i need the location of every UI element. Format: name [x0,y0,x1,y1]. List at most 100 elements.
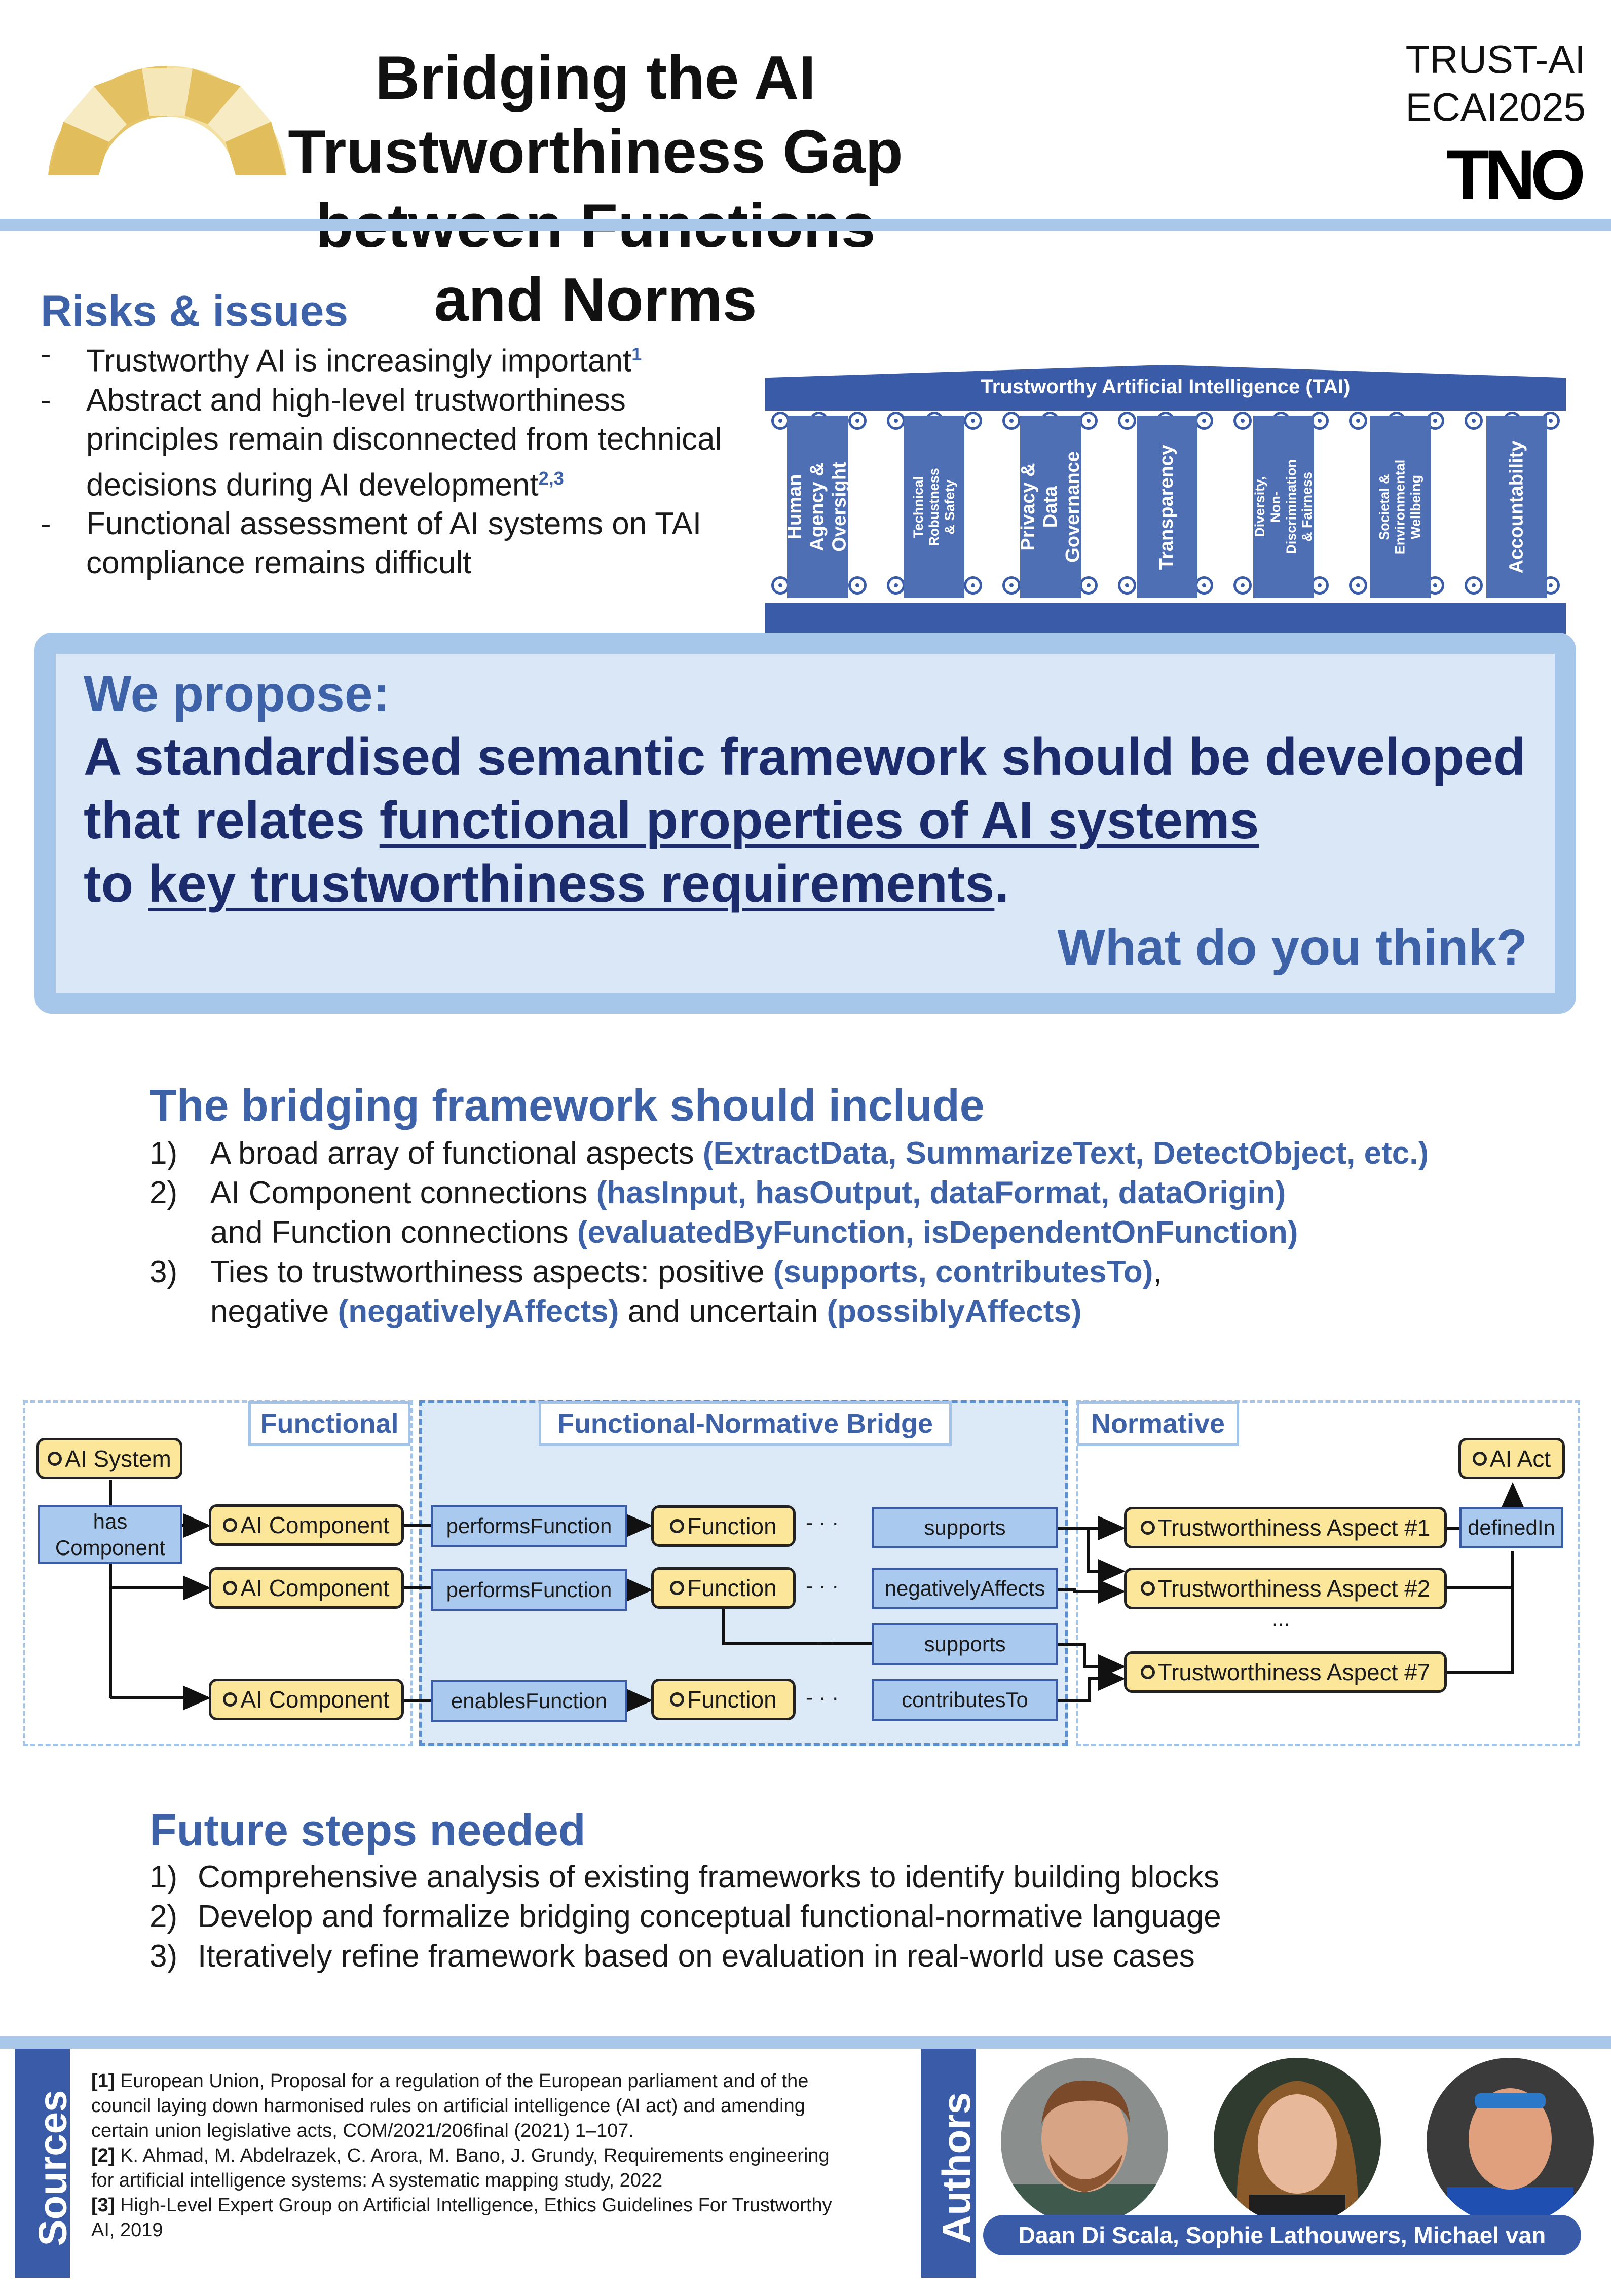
conference-line-2: ECAI2025 [1405,85,1586,129]
performs-function-relation: performsFunction [431,1505,627,1547]
capital-ring-icon [964,576,982,595]
function-node: Function [651,1679,796,1720]
capital-ring-icon [848,412,867,430]
bridging-item-cont: and Function connections (evaluatedByFun… [210,1215,1298,1250]
pillar-label: Technical Robustness & Safety [910,467,957,546]
class-dot-icon [670,1581,685,1595]
tai-arch-logo [48,65,286,175]
conference-line-1: TRUST-AI [1405,37,1586,82]
poster-title: Bridging the AI Trustworthiness Gap betw… [284,41,907,337]
function-node: Function [651,1567,796,1609]
capital-ring-icon [887,576,905,595]
future-item: 2)Develop and formalize bridging concept… [149,1899,1221,1934]
temple-base [765,603,1566,634]
author-photo [1001,2058,1168,2225]
bridging-item: 1)A broad array of functional aspects (E… [149,1136,1429,1171]
trustworthiness-aspect-node: Trustworthiness Aspect #7 [1124,1651,1447,1693]
class-dot-icon [670,1519,685,1533]
capital-ring-icon [1079,576,1098,595]
capital-ring-icon [1349,412,1367,430]
ai-component-node: AI Component [209,1504,404,1546]
capital-ring-icon [848,576,867,595]
supports-relation: supports [872,1623,1058,1665]
top-divider [0,219,1611,231]
capital-ring-icon [1002,412,1021,430]
pillar-human-agency [787,416,848,598]
pillar-label: Privacy & Data Governance [1018,451,1084,563]
proposal-statement: A standardised semantic framework should… [84,726,1543,916]
dash-separator: - · · [806,1574,839,1598]
supports-relation: supports [872,1507,1058,1548]
capital-ring-icon [1465,412,1483,430]
avatar [1427,2058,1594,2225]
class-dot-icon [1472,1452,1487,1466]
pillar-societal [1370,416,1431,598]
class-dot-icon [48,1452,62,1466]
risks-heading: Risks & issues [41,287,349,336]
defined-in-relation: definedIn [1459,1507,1563,1548]
pillar-privacy [1020,416,1081,598]
pillar-label: Diversity, Non-Discrimination & Fairness [1252,459,1315,554]
ai-component-node: AI Component [209,1567,404,1609]
dash-separator: - · [816,1630,836,1653]
proposal-line-2: that relates functional properties of AI… [84,791,1259,850]
avatar [1214,2058,1381,2225]
bridging-item-cont: negative (negativelyAffects) and uncerta… [210,1294,1082,1329]
risk-item: Trustworthy AI is increasingly important… [41,335,740,381]
authors-sidebar: Authors [921,2049,979,2278]
title-line-1: Bridging the AI Trustworthiness Gap [288,43,903,186]
has-component-relation: has Component [38,1505,182,1564]
future-heading: Future steps needed [149,1805,586,1855]
diagram-connectors [109,1480,1525,1713]
authors-names: Daan Di Scala, Sophie Lathouwers, Michae… [983,2215,1581,2289]
pillar-diversity [1253,416,1314,598]
author-photo [1427,2058,1594,2225]
trustworthiness-aspect-node: Trustworthiness Aspect #2 [1124,1568,1447,1609]
pillar-label: Societal & Environmental Wellbeing [1376,459,1423,554]
zone-normative [1076,1400,1580,1746]
tno-logo: TNO [1446,135,1586,214]
sources-label: Sources [30,2090,75,2246]
risks-list: Trustworthy AI is increasingly important… [41,335,740,582]
trustworthiness-aspect-node: Trustworthiness Aspect #1 [1124,1507,1447,1548]
risk-item: Abstract and high-level trustworthiness … [41,381,740,505]
title-line-2: between Functions and Norms [315,191,876,334]
capital-ring-icon [1349,576,1367,595]
future-item: 1)Comprehensive analysis of existing fra… [149,1860,1219,1895]
source-item: [1] European Union, Proposal for a regul… [91,2070,809,2141]
class-dot-icon [223,1581,238,1595]
bridging-item: 3)Ties to trustworthiness aspects: posit… [149,1254,1162,1289]
class-dot-icon [1140,1581,1155,1596]
performs-function-relation: performsFunction [431,1569,627,1611]
capital-ring-icon [1233,576,1252,595]
zone-functional [23,1400,413,1746]
capital-ring-icon [1118,576,1136,595]
pillar-label: Transparency [1156,444,1178,570]
risk-item: Functional assessment of AI systems on T… [41,504,740,582]
capital-ring-icon [1195,412,1213,430]
capital-ring-icon [1233,412,1252,430]
proposal-line-1: A standardised semantic framework should… [84,728,1526,787]
capital-ring-icon [1465,576,1483,595]
capital-ring-icon [1079,412,1098,430]
proposal-panel [56,654,1555,993]
contributes-to-relation: contributesTo [872,1679,1058,1721]
aspect-ellipsis: ... [1272,1607,1290,1631]
avatar [1001,2058,1168,2225]
bridging-list: 1)A broad array of functional aspects (E… [149,1134,1568,1331]
source-item: [2] K. Ahmad, M. Abdelrazek, C. Arora, M… [91,2145,830,2191]
dash-separator: - · · [806,1685,839,1709]
proposal-question: What do you think? [1057,919,1527,976]
zone-bridge-title: Functional-Normative Bridge [539,1401,952,1446]
capital-ring-icon [1118,412,1136,430]
ai-system-node: AI System [36,1438,182,1479]
future-list: 1)Comprehensive analysis of existing fra… [149,1858,1568,1976]
conference-label: TRUST-AI ECAI2025 [1405,35,1586,131]
authors-label: Authors [933,2092,979,2244]
bridging-item: 2)AI Component connections (hasInput, ha… [149,1175,1286,1210]
source-item: [3] High-Level Expert Group on Artificia… [91,2195,832,2241]
temple-roof-label: Trustworthy Artificial Intelligence (TAI… [981,376,1351,398]
capital-ring-icon [964,412,982,430]
pillar-technical-robustness [904,416,964,598]
capital-ring-icon [887,412,905,430]
